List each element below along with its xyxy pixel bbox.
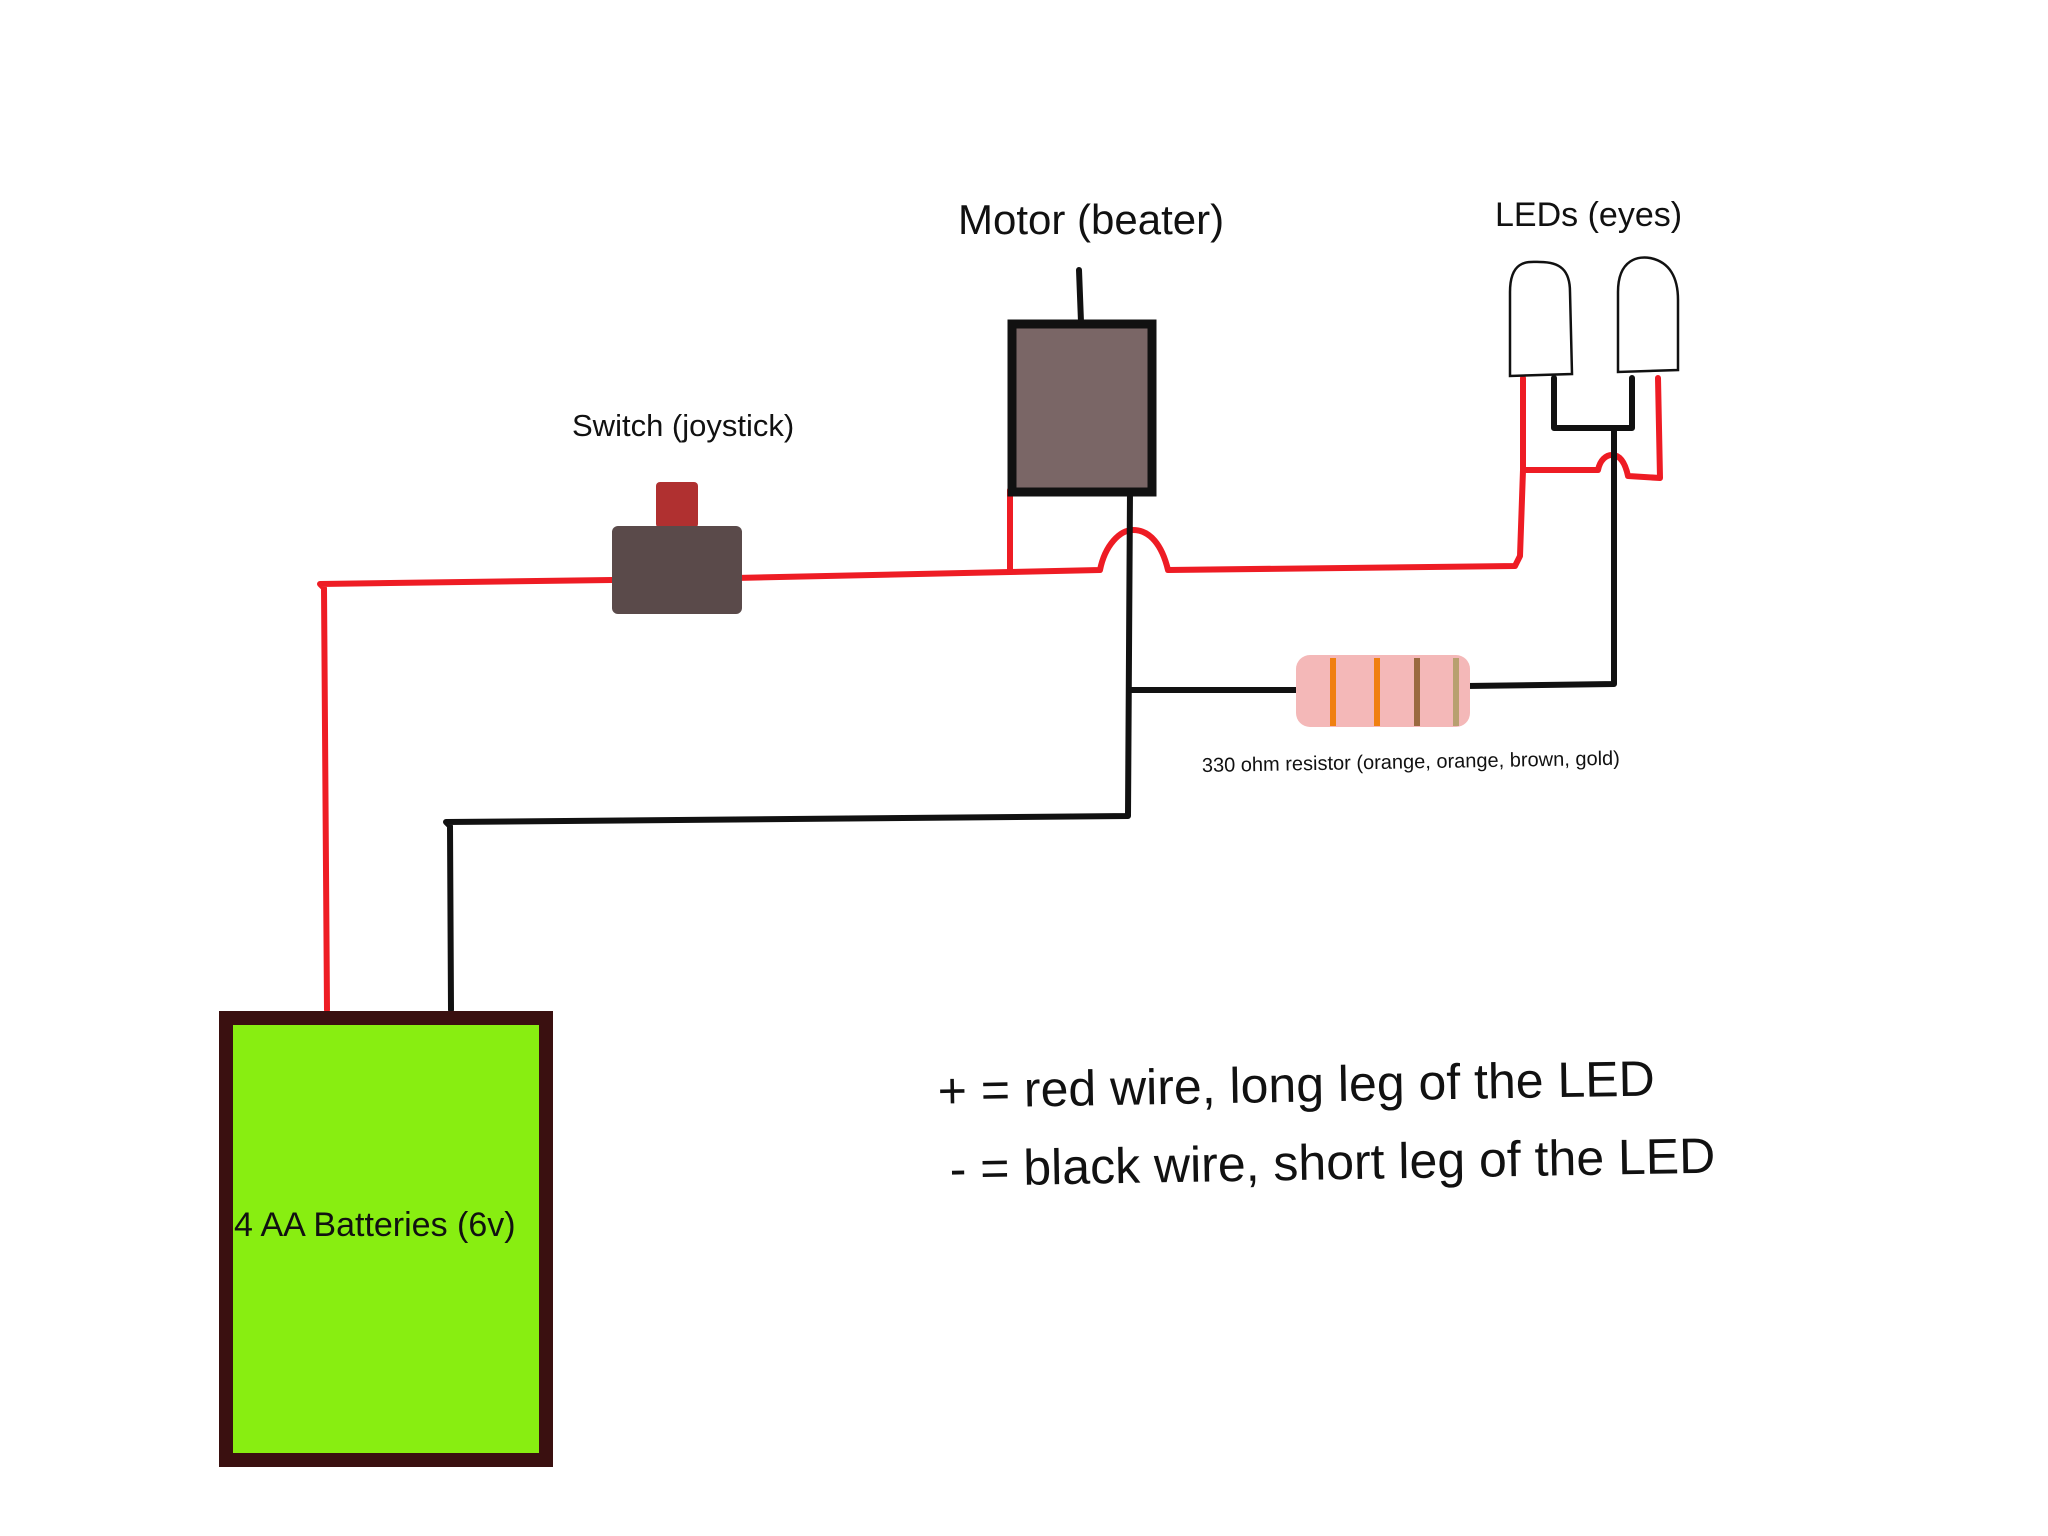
black-wire-resistor-to-leds (1463, 425, 1617, 689)
black-wire-led-legs (1551, 375, 1635, 431)
motor: Motor (beater) (958, 196, 1224, 497)
resistor-label: 330 ohm resistor (orange, orange, brown,… (1202, 748, 1620, 777)
resistor-body (1296, 655, 1470, 727)
led-left (1508, 260, 1574, 378)
positive-wires (317, 375, 1663, 1013)
legend-positive: + = red wire, long leg of the LED (937, 1050, 1655, 1119)
resistor: 330 ohm resistor (orange, orange, brown,… (1202, 655, 1620, 777)
leds-label: LEDs (eyes) (1495, 196, 1682, 234)
black-wire-motor-top (1076, 267, 1084, 325)
battery-label: 4 AA Batteries (6v) (234, 1206, 516, 1244)
resistor-band-1 (1330, 658, 1336, 726)
motor-body (1007, 319, 1157, 497)
legend-negative: - = black wire, short leg of the LED (949, 1128, 1715, 1197)
leds: LEDs (eyes) (1495, 196, 1682, 378)
switch-body (612, 526, 742, 614)
legend: + = red wire, long leg of the LED - = bl… (937, 1050, 1715, 1197)
resistor-band-3 (1414, 658, 1420, 726)
switch-knob (656, 482, 698, 528)
battery-body (219, 1011, 553, 1467)
switch-label: Switch (joystick) (572, 408, 794, 443)
motor-label: Motor (beater) (958, 196, 1224, 243)
negative-wires (443, 267, 1635, 1013)
battery-pack: 4 AA Batteries (6v) (219, 1011, 553, 1467)
led-right (1616, 256, 1680, 374)
switch: Switch (joystick) (572, 408, 794, 614)
red-wire-switch-to-leds (732, 375, 1526, 581)
red-wire-battery-to-switch (317, 577, 615, 1013)
resistor-band-4 (1453, 658, 1459, 726)
black-wire-battery-to-motor (443, 487, 1133, 1013)
resistor-band-2 (1374, 658, 1380, 726)
